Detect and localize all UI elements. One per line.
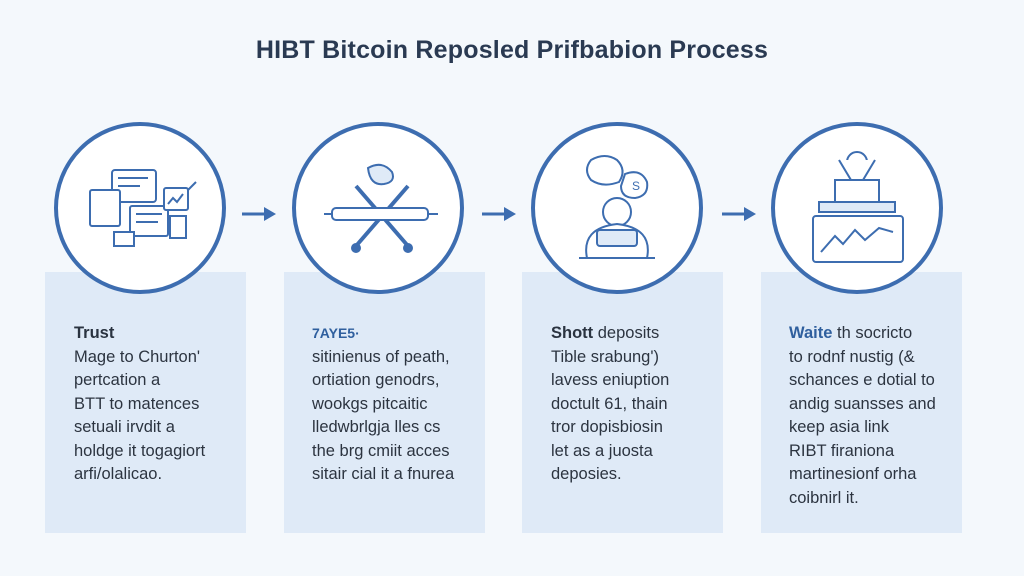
page-title: HIBT Bitcoin Reposled Prifbabion Process: [255, 36, 769, 64]
step-heading: Trust: [74, 324, 115, 342]
step-panel-3: Shott deposits Tible srabung') lavess en…: [522, 272, 723, 533]
step-line: pertcation a: [74, 371, 161, 389]
step-panel-4: Waite th socricto to rodnf nustig (& sch…: [761, 272, 962, 533]
crossed-tools-icon: [324, 163, 438, 253]
step-line: the brg cmiit acces: [312, 441, 450, 460]
step-line: sitair cial it a fnurea: [312, 465, 455, 483]
step-heading-rest: deposits: [593, 324, 660, 342]
step-line: holdge it togagiort: [74, 441, 206, 460]
step-line: Mage to Churton': [74, 347, 201, 366]
step-line: arfi/olalicao.: [74, 465, 163, 483]
step-heading-rest: th socricto: [832, 324, 913, 342]
step-circle-3: S: [531, 122, 703, 294]
step-line: Tible srabung'): [551, 347, 660, 366]
step-line: lledwbrlgja lles cs: [312, 418, 441, 436]
step-line: sitinienus of peath,: [312, 347, 450, 366]
arrow-right-icon: [242, 207, 276, 221]
step-line: BTT to matences: [74, 394, 200, 413]
step-line: to rodnf nustig (&: [789, 347, 915, 366]
arrow-right-icon: [722, 207, 756, 221]
step-line: lavess eniuption: [551, 371, 670, 389]
step-line: doctult 61, thain: [551, 394, 668, 413]
step-line: wookgs pitcaitic: [312, 394, 428, 413]
documents-icon: [89, 169, 197, 247]
step-line: let as a juosta: [551, 441, 653, 460]
step-line: deposies.: [551, 465, 622, 483]
arrow-right-icon: [482, 207, 516, 221]
step-line: keep asia link: [789, 418, 889, 436]
step-panel-2: 7AYE5· sitinienus of peath, ortiation ge…: [284, 272, 485, 533]
step-circle-1: [54, 122, 226, 294]
step-circle-4: [771, 122, 943, 294]
step-line: RIBT firaniona: [789, 441, 895, 460]
step-line: coibnirl it.: [789, 488, 859, 507]
svg-text:S: S: [632, 179, 640, 193]
step-panel-1: Trust Mage to Churton' pertcation a BTT …: [45, 272, 246, 533]
step-heading: Waite: [789, 324, 833, 342]
step-circle-2: [292, 122, 464, 294]
step-heading: Shott: [551, 324, 594, 342]
step-line: schances e dotial to: [789, 371, 935, 389]
step-line: ortiation genodrs,: [312, 371, 440, 389]
step-line: martinesionf orha: [789, 465, 917, 483]
step-line: tror dopisbiosin: [551, 418, 663, 436]
chart-monitor-icon: [812, 151, 904, 263]
deposit-figure-icon: S: [579, 155, 655, 259]
step-line: andig suansses and: [789, 394, 936, 413]
step-line: setuali irvdit a: [74, 418, 175, 436]
step-heading: 7AYE5·: [312, 325, 360, 341]
